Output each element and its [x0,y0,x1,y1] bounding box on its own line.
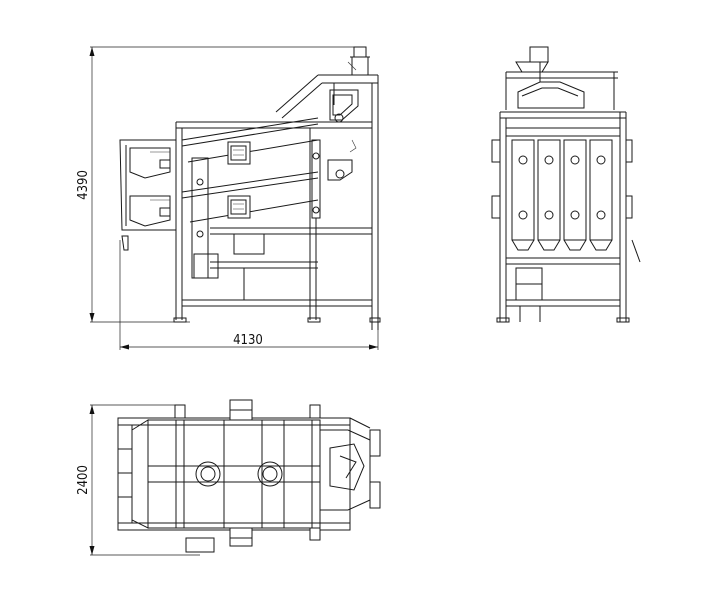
height-dimension: 4390 [76,46,360,323]
side-elevation-view: 4390 4130 [76,46,381,350]
width-dimension-label: 4130 [233,333,263,348]
height-dimension-label: 4390 [76,170,91,200]
end-elevation-view [491,46,641,323]
width-dimension: 4130 [119,240,379,350]
depth-dimension: 2400 [76,404,200,556]
plan-view: 2400 [76,399,381,556]
depth-dimension-label: 2400 [76,465,91,495]
